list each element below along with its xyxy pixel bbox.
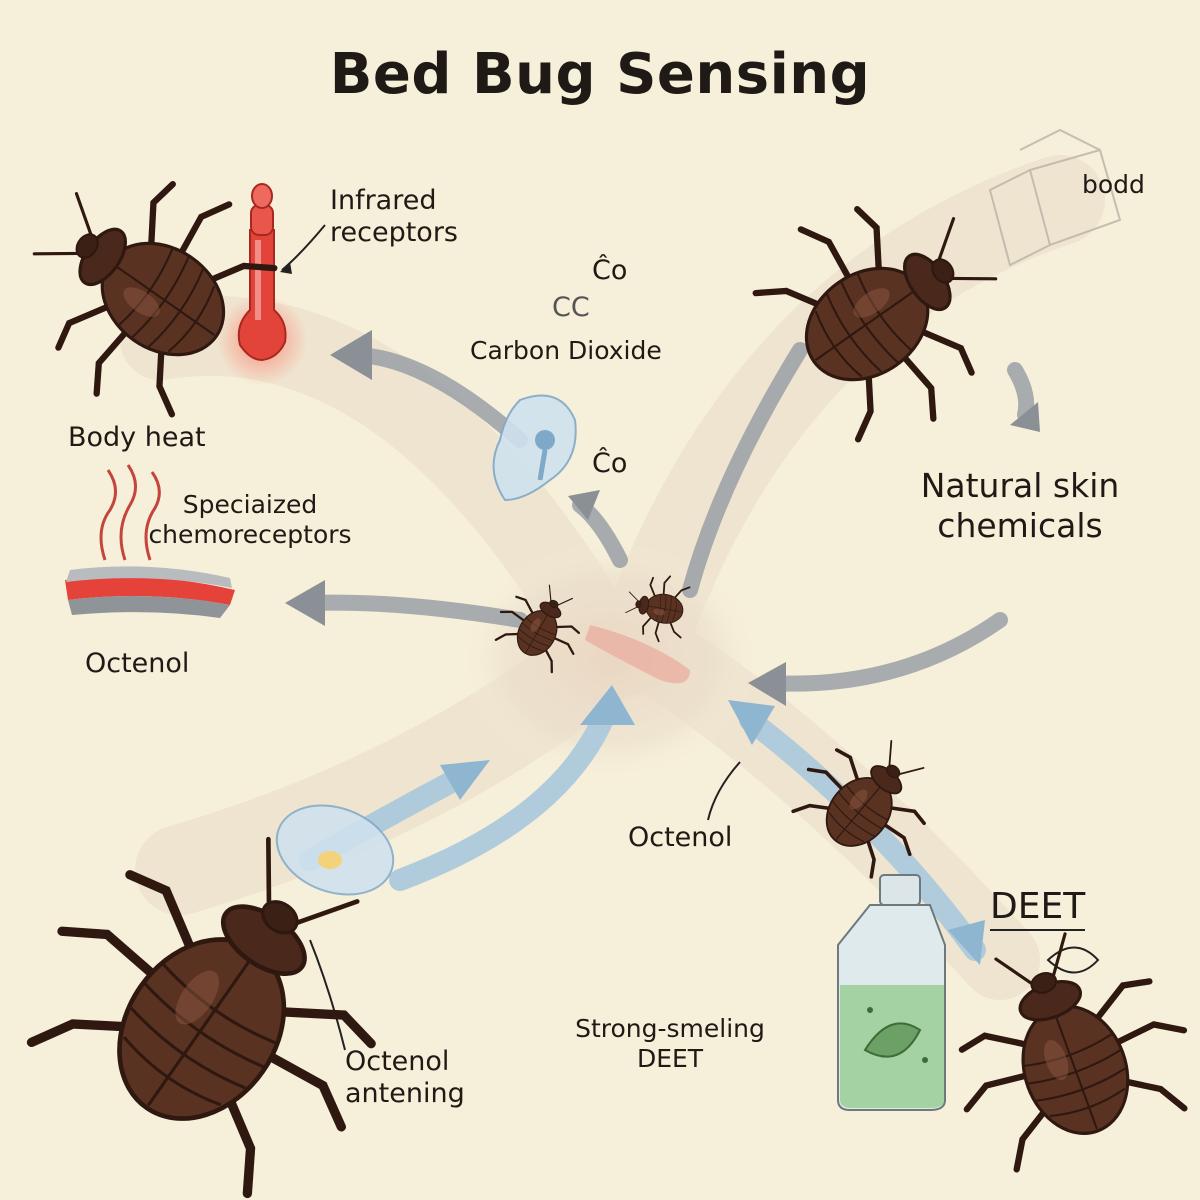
strong-line1: Strong-smeling [575, 1014, 765, 1043]
octenol-antenna-label: Octenol antening [345, 1046, 465, 1111]
strong-line2: DEET [636, 1044, 704, 1073]
strong-smelling-deet-label: Strong-smeling DEET [555, 1014, 785, 1074]
co2-glyph-mid: Ĉo [592, 448, 628, 479]
octenol-left-label: Octenol [85, 648, 190, 679]
octenol-center-label: Octenol [628, 822, 733, 853]
specialized-chemoreceptors-label: Speciaized chemoreceptors [130, 490, 370, 550]
infrared-line1: Infrared [330, 185, 437, 216]
body-heat-label: Body heat [68, 422, 206, 453]
co2-glyph-cc: CC [552, 292, 590, 323]
deet-heading: DEET [990, 886, 1086, 931]
specialized-line2: chemoreceptors [148, 520, 352, 549]
natural-skin-chemicals-label: Natural skin chemicals [900, 466, 1140, 545]
diagram-title: Bed Bug Sensing [329, 42, 871, 107]
antenna-line2: antening [345, 1078, 465, 1110]
infrared-receptors-label: Infrared receptors [330, 185, 458, 250]
antenna-line1: Octenol [345, 1046, 450, 1077]
carbon-dioxide-label: Carbon Dioxide [470, 336, 662, 365]
natural-line2: chemicals [937, 505, 1103, 545]
bodd-label: bodd [1082, 170, 1145, 199]
infrared-line2: receptors [330, 217, 458, 249]
natural-line1: Natural skin [920, 466, 1120, 505]
specialized-line1: Speciaized [182, 490, 318, 519]
co2-glyph-top: Ĉo [592, 255, 628, 286]
